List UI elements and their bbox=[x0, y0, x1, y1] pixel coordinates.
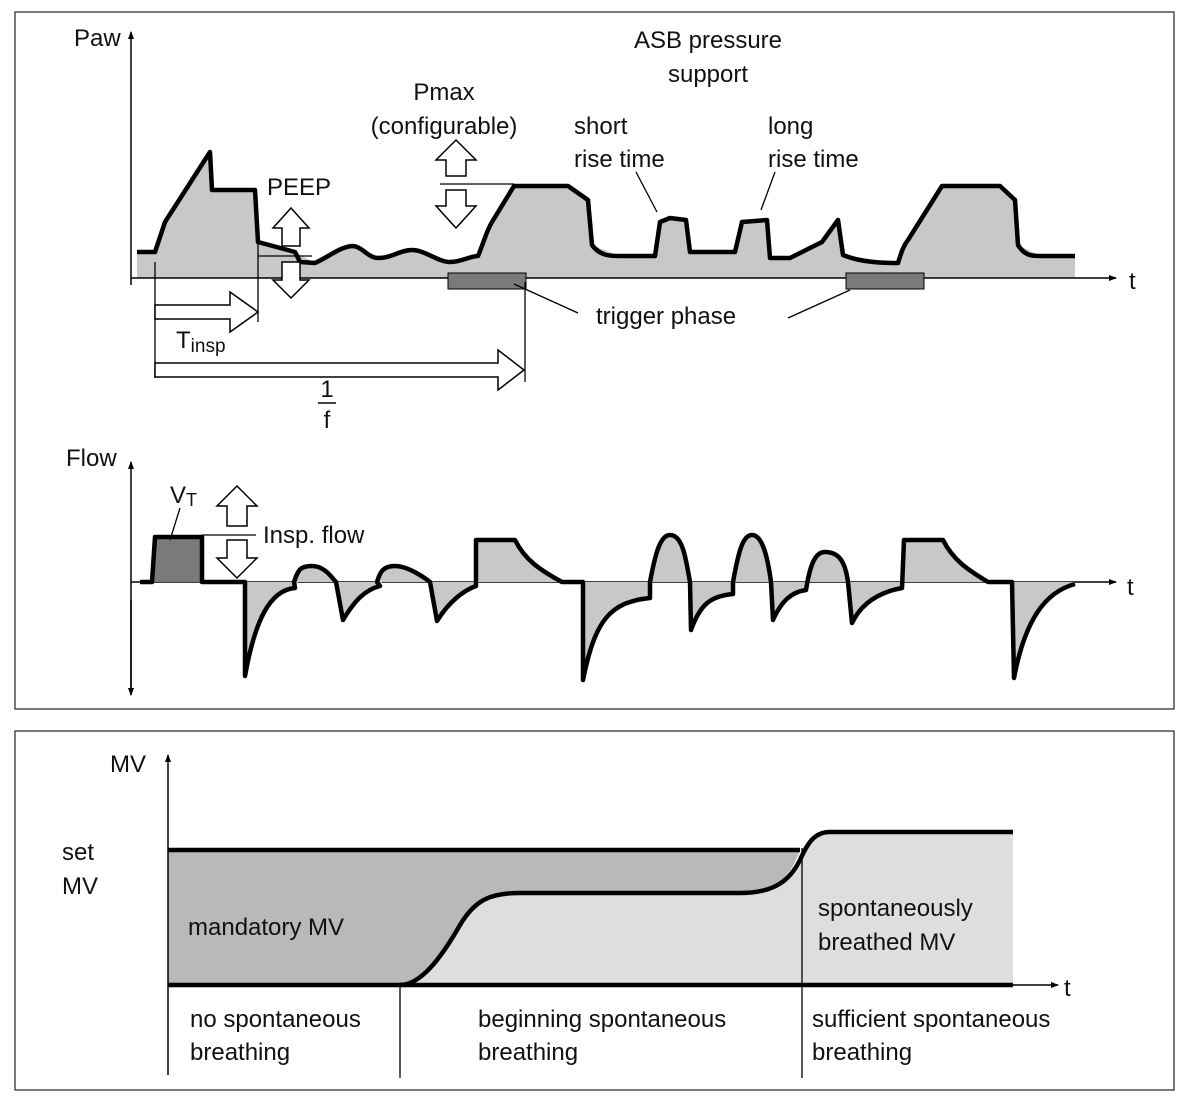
paw-t-label: t bbox=[1129, 268, 1136, 295]
set-mv-label-line2: MV bbox=[62, 873, 98, 900]
flow-fill-spont-2 bbox=[377, 566, 430, 582]
long-rise-label-line1: long bbox=[768, 113, 813, 140]
trigger-pointer-2 bbox=[787, 289, 851, 319]
trigger-phase-bar-2 bbox=[845, 272, 925, 290]
short-rise-label-line2: rise time bbox=[574, 146, 665, 173]
short-rise-pointer bbox=[635, 171, 658, 213]
vt-pointer bbox=[169, 507, 181, 541]
peep-label: PEEP bbox=[267, 174, 331, 201]
spont-mv-label-line2: breathed MV bbox=[818, 929, 955, 956]
peep-up-arrow-icon bbox=[271, 206, 311, 247]
mandatory-mv-fill bbox=[168, 850, 800, 985]
phase1-label-line2: breathing bbox=[190, 1039, 290, 1066]
pmax-label-line1: Pmax bbox=[413, 79, 474, 106]
tinsp-arrow-icon bbox=[154, 290, 260, 334]
tinsp-main: T bbox=[176, 327, 191, 354]
phase3-label-line1: sufficient spontaneous bbox=[812, 1006, 1050, 1033]
period-arrow-icon bbox=[154, 348, 526, 392]
vt-sub: T bbox=[186, 490, 197, 510]
long-rise-label-line2: rise time bbox=[768, 146, 859, 173]
phase3-label-line2: breathing bbox=[812, 1039, 912, 1066]
phase1-label-line1: no spontaneous bbox=[190, 1006, 361, 1033]
peep-down-arrow-icon bbox=[271, 261, 311, 300]
insp-flow-label: Insp. flow bbox=[263, 522, 365, 549]
short-rise-label-line1: short bbox=[574, 113, 628, 140]
pmax-down-arrow-icon bbox=[434, 189, 478, 230]
set-mv-label-line1: set bbox=[62, 839, 94, 866]
flow-curve bbox=[140, 532, 1076, 683]
freq-numerator: 1 bbox=[320, 376, 333, 403]
flow-axis-label: Flow bbox=[66, 445, 117, 472]
vt-label: VT bbox=[170, 482, 197, 510]
asb-label-line1: ASB pressure bbox=[634, 27, 782, 54]
spont-mv-label-line1: spontaneously bbox=[818, 895, 973, 922]
mv-t-label: t bbox=[1064, 975, 1071, 1002]
tinsp-label: Tinsp bbox=[176, 327, 226, 357]
freq-denominator: f bbox=[324, 407, 331, 434]
insp-flow-up-arrow-icon bbox=[215, 484, 259, 527]
vt-main: V bbox=[170, 482, 186, 509]
phase2-label-line2: breathing bbox=[478, 1039, 578, 1066]
spont-mv-curve bbox=[399, 829, 1013, 988]
phase2-label-line1: beginning spontaneous bbox=[478, 1006, 726, 1033]
mv-axis-label: MV bbox=[110, 751, 146, 778]
asb-label-line2: support bbox=[668, 61, 748, 88]
insp-flow-down-arrow-icon bbox=[215, 539, 259, 580]
flow-t-label: t bbox=[1127, 574, 1134, 601]
flow-fill-mandatory-2 bbox=[474, 540, 562, 582]
trigger-phase-bar-1 bbox=[447, 272, 527, 290]
flow-fill-spont-1 bbox=[294, 566, 336, 582]
pmax-up-arrow-icon bbox=[434, 138, 478, 177]
flow-fill-vt bbox=[152, 537, 202, 582]
pmax-label-line2: (configurable) bbox=[371, 113, 518, 140]
long-rise-pointer bbox=[760, 171, 776, 211]
paw-curve bbox=[137, 149, 1075, 266]
trigger-phase-label: trigger phase bbox=[596, 303, 736, 330]
tinsp-sub: insp bbox=[191, 336, 226, 357]
spont-mv-fill bbox=[400, 832, 1013, 985]
flow-fill-mandatory-3 bbox=[902, 540, 988, 582]
paw-axis-label: Paw bbox=[74, 25, 121, 52]
mandatory-mv-label: mandatory MV bbox=[188, 914, 344, 941]
